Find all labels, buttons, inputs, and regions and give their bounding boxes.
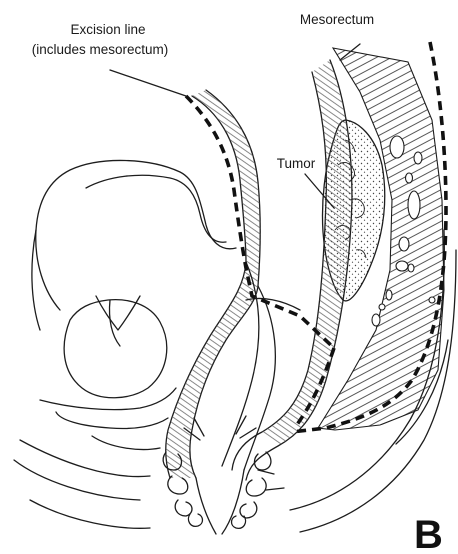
prostate-lobe: [109, 300, 120, 346]
label-excision-line-sub: (includes mesorectum): [32, 42, 169, 57]
bladder-inner: [86, 175, 226, 242]
panel-letter: B: [414, 513, 443, 554]
bladder-outline: [36, 160, 236, 310]
perineal-line-1: [20, 440, 150, 477]
prostate-outline: [64, 300, 167, 398]
perineal-line-3: [30, 500, 150, 528]
rectal-wall-fill-upper: [312, 60, 352, 200]
urethra-1: [40, 388, 176, 410]
urethra-2: [56, 412, 168, 429]
perineal-line-2: [14, 460, 140, 500]
label-tumor: Tumor: [277, 156, 316, 171]
label-mesorectum: Mesorectum: [300, 12, 374, 27]
label-excision-line: Excision line: [70, 22, 145, 37]
anorectal-canal-right: [244, 286, 275, 470]
leader-excision-line: [110, 70, 186, 96]
anterior-wall-fill: [166, 90, 260, 478]
anal-verge-right: [222, 470, 244, 534]
perineal-membrane: [92, 436, 160, 450]
